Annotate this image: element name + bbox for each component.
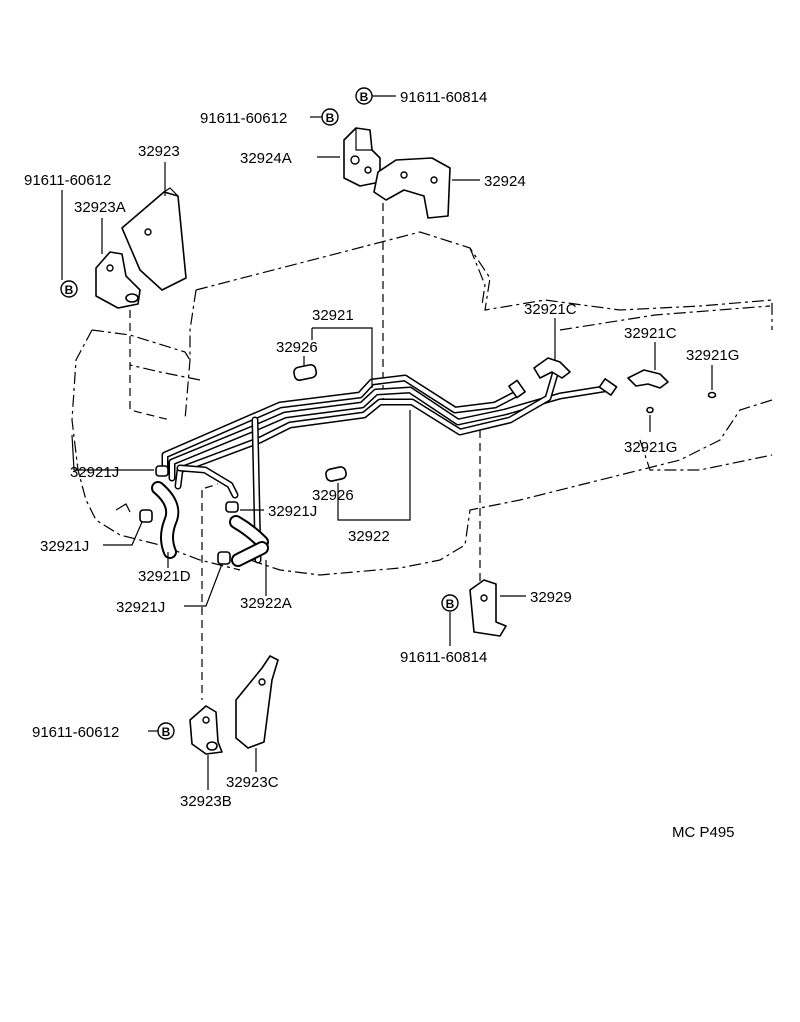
bolt-symbol-bottom-left: B xyxy=(157,722,175,740)
svg-text:B: B xyxy=(446,597,455,611)
label-32924: 32924 xyxy=(484,173,526,190)
label-32923a: 32923A xyxy=(74,199,126,216)
label-32923c: 32923C xyxy=(226,774,279,791)
bolt-symbol-bottom-right: B xyxy=(441,594,459,612)
svg-text:B: B xyxy=(162,725,171,739)
brackets xyxy=(95,127,507,755)
label-32921d: 32921D xyxy=(138,568,191,585)
label-32921c-left: 32921C xyxy=(524,301,577,318)
bolt-symbol-top-left: B xyxy=(321,108,339,126)
label-32921g-lower: 32921G xyxy=(624,439,677,456)
label-32921j-lower: 32921J xyxy=(40,538,89,555)
svg-text:B: B xyxy=(65,283,74,297)
label-32921j-left: 32921J xyxy=(70,464,119,481)
engine-outline xyxy=(71,231,773,576)
label-32923: 32923 xyxy=(138,143,180,160)
label-leaders xyxy=(61,95,713,790)
label-32929: 32929 xyxy=(530,589,572,606)
label-32923b: 32923B xyxy=(180,793,232,810)
svg-text:B: B xyxy=(360,90,369,104)
small-parts xyxy=(115,357,717,565)
label-32922: 32922 xyxy=(348,528,390,545)
label-32922a: 32922A xyxy=(240,595,292,612)
svg-text:B: B xyxy=(326,111,335,125)
label-bolt-left: 91611-60612 xyxy=(24,172,111,189)
label-32926-upper: 32926 xyxy=(276,339,318,356)
label-32924a: 32924A xyxy=(240,150,292,167)
label-bolt-bottom-left: 91611-60612 xyxy=(32,724,119,741)
label-32921j-bottom: 32921J xyxy=(116,599,165,616)
label-32921g-right: 32921G xyxy=(686,347,739,364)
hoses xyxy=(151,481,269,567)
label-32921c-right: 32921C xyxy=(624,325,677,342)
label-32926-lower: 32926 xyxy=(312,487,354,504)
label-bolt-top-right: 91611-60814 xyxy=(400,89,487,106)
label-bolt-bottom-right: 91611-60814 xyxy=(400,649,487,666)
label-32921: 32921 xyxy=(312,307,354,324)
part-labels: 91611-60814 91611-60612 32924A 32924 329… xyxy=(24,89,739,810)
diagram-code: MC P495 xyxy=(672,824,735,841)
bolt-symbol-top-right: B xyxy=(355,87,373,105)
label-32921j-center: 32921J xyxy=(268,503,317,520)
label-bolt-top-left: 91611-60612 xyxy=(200,110,287,127)
brake-pipes xyxy=(161,370,618,564)
bolt-symbol-left: B xyxy=(60,280,78,298)
